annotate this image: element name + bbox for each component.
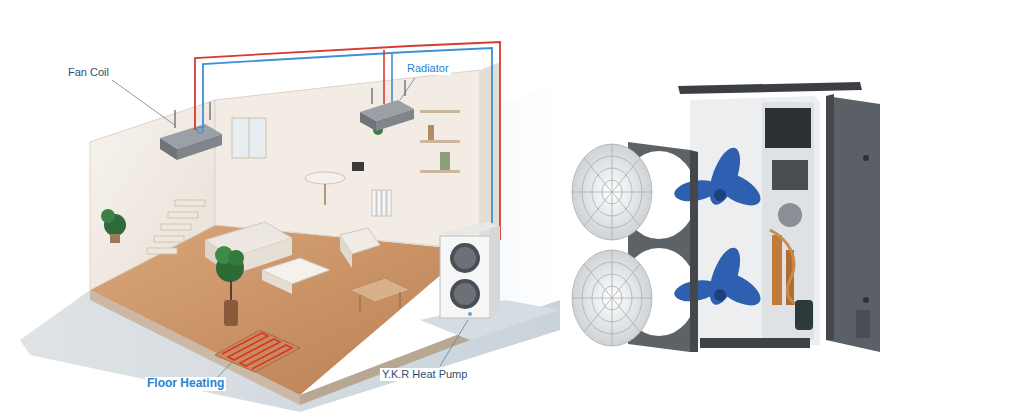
illustration-part xyxy=(795,300,813,330)
illustration-part xyxy=(154,236,184,242)
illustration-part xyxy=(305,172,345,184)
illustration-part xyxy=(772,160,808,190)
illustration-part xyxy=(383,50,385,104)
callout-label: Y.K.R Heat Pump xyxy=(380,368,469,381)
illustration-part xyxy=(147,200,205,254)
illustration-part xyxy=(215,330,300,372)
illustration-part xyxy=(168,212,198,218)
illustration-part xyxy=(372,190,391,216)
illustration-part xyxy=(160,80,414,160)
illustration-part xyxy=(420,110,460,113)
illustration-part xyxy=(572,144,652,346)
illustration-part xyxy=(678,82,862,94)
illustration-part xyxy=(101,125,383,326)
illustration-part xyxy=(420,222,560,340)
illustration-part xyxy=(177,134,222,160)
illustration-part xyxy=(222,333,292,369)
illustration-part xyxy=(440,320,468,366)
illustration-part xyxy=(340,235,352,268)
illustration-part xyxy=(772,235,782,305)
illustration-part xyxy=(778,203,802,227)
illustration-part xyxy=(454,283,476,305)
illustration-part xyxy=(690,96,820,345)
illustration-part xyxy=(863,297,869,303)
illustration-part xyxy=(160,138,177,160)
illustration-part xyxy=(371,88,372,104)
illustration-part xyxy=(490,226,500,318)
illustration-part xyxy=(203,48,492,240)
illustration-part xyxy=(400,78,415,100)
illustration-part xyxy=(714,289,726,301)
illustration-part xyxy=(215,70,480,250)
illustration-part xyxy=(450,243,480,273)
illustration-part xyxy=(770,230,812,306)
illustration-part xyxy=(228,250,244,266)
illustration-part xyxy=(454,247,476,269)
illustration-part xyxy=(232,118,266,158)
illustration-part xyxy=(112,80,176,126)
illustration-part xyxy=(387,190,391,216)
illustration-part xyxy=(584,264,640,332)
illustration-part xyxy=(359,295,361,312)
illustration-part xyxy=(440,236,490,318)
illustration-part xyxy=(209,102,210,120)
illustration-part xyxy=(230,280,232,300)
illustration-part xyxy=(376,109,414,131)
illustration-part xyxy=(382,190,386,216)
illustration-part xyxy=(468,312,472,316)
illustration-part xyxy=(700,338,810,348)
exploded-heat-pump xyxy=(572,82,880,352)
illustration-part xyxy=(428,125,434,140)
illustration-part xyxy=(714,189,726,201)
illustration-part xyxy=(826,96,880,352)
illustration-part xyxy=(249,118,250,158)
illustration-part xyxy=(391,54,393,102)
illustration-part xyxy=(161,224,191,230)
illustration-part xyxy=(215,330,300,372)
illustration-part xyxy=(584,158,640,226)
illustration-part xyxy=(584,158,640,226)
illustration-part xyxy=(224,300,238,326)
callout-label: Radiator xyxy=(405,62,451,75)
illustration-part xyxy=(690,150,698,352)
illustration-part xyxy=(572,144,652,240)
illustration-part xyxy=(324,184,326,205)
house-illustration xyxy=(20,42,560,412)
illustration-part xyxy=(399,292,401,308)
illustration-part xyxy=(762,102,814,340)
illustration-part xyxy=(440,152,450,170)
illustration-part xyxy=(352,162,364,171)
illustration-part xyxy=(195,42,500,240)
illustration-part xyxy=(101,209,115,223)
illustration-part xyxy=(863,155,869,161)
illustration-part xyxy=(110,234,120,243)
illustration-part xyxy=(420,140,460,143)
illustration-part xyxy=(572,250,652,346)
illustration-part xyxy=(197,127,203,133)
illustration-part xyxy=(262,270,292,294)
illustration-part xyxy=(826,94,834,340)
illustration-part xyxy=(765,108,811,148)
illustration-part xyxy=(147,248,177,254)
illustration-part xyxy=(420,170,460,173)
illustration-part xyxy=(584,264,640,332)
callout-label: Fan Coil xyxy=(66,66,111,79)
illustration-part xyxy=(450,279,480,309)
illustration-part xyxy=(856,310,870,338)
illustration-part xyxy=(360,112,376,131)
callout-label: Floor Heating xyxy=(145,377,226,391)
illustration-part xyxy=(372,190,376,216)
illustration-part xyxy=(377,190,381,216)
illustration-part xyxy=(480,62,500,250)
illustration-part xyxy=(175,200,205,206)
illustration-part xyxy=(90,225,470,395)
